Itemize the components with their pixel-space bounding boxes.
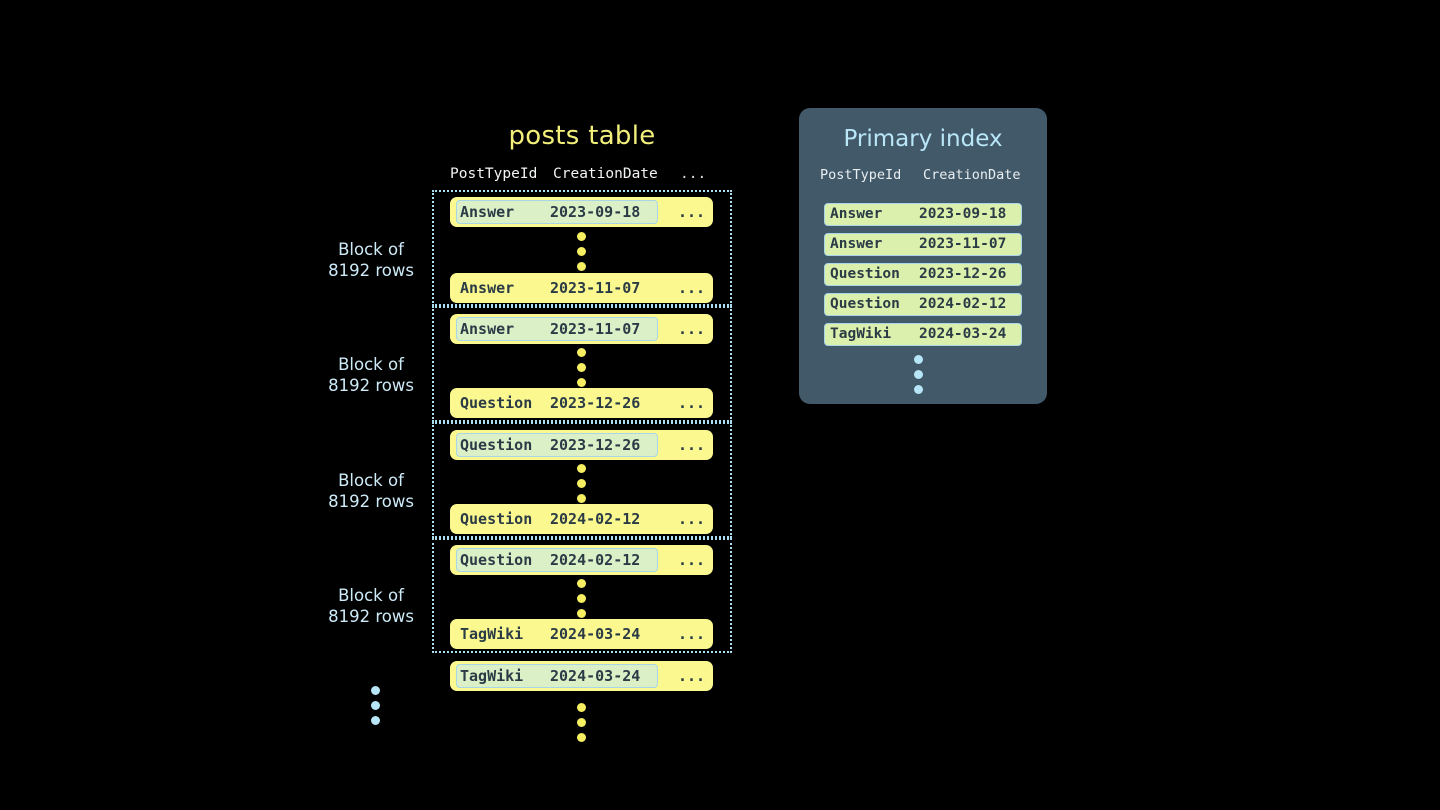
cell-more: ...	[678, 551, 706, 569]
index-cell-creation-date: 2023-12-26	[919, 266, 1007, 282]
block-label-1-line2: 8192 rows	[328, 261, 414, 280]
cell-post-type-id: TagWiki	[460, 625, 524, 643]
cell-creation-date: 2024-02-12	[550, 551, 641, 569]
cell-post-type-id: Answer	[460, 203, 515, 221]
cell-creation-date: 2023-11-07	[550, 320, 641, 338]
primary-index-title: Primary index	[843, 126, 1003, 152]
vertical-ellipsis-icon	[577, 464, 587, 503]
cell-post-type-id: Question	[460, 551, 533, 569]
index-cell-creation-date: 2023-09-18	[919, 206, 1007, 222]
table-block-3	[432, 422, 732, 538]
table-row[interactable]: Question 2024-02-12 ...	[450, 504, 713, 534]
table-row[interactable]: Answer 2023-11-07 ...	[450, 314, 713, 344]
cell-more: ...	[678, 279, 706, 297]
cell-more: ...	[678, 510, 706, 528]
table-block-2	[432, 306, 732, 422]
cell-more: ...	[678, 320, 706, 338]
index-ellipsis-icon	[914, 355, 924, 394]
index-row[interactable]: Question 2024-02-12	[824, 293, 1022, 316]
cell-post-type-id: TagWiki	[460, 667, 524, 685]
index-cell-post-type-id: Question	[830, 266, 900, 282]
table-row-trailing[interactable]: TagWiki 2024-03-24 ...	[450, 661, 713, 691]
index-cell-post-type-id: TagWiki	[830, 326, 892, 342]
index-cell-creation-date: 2023-11-07	[919, 236, 1007, 252]
primary-index-column-headers: PostTypeId CreationDate	[820, 167, 1026, 187]
index-row[interactable]: Answer 2023-11-07	[824, 233, 1022, 256]
index-row[interactable]: Question 2023-12-26	[824, 263, 1022, 286]
block-label-3-line2: 8192 rows	[328, 492, 414, 511]
table-row[interactable]: Question 2023-12-26 ...	[450, 388, 713, 418]
index-cell-post-type-id: Question	[830, 296, 900, 312]
table-block-4	[432, 538, 732, 653]
block-label-3: Block of 8192 rows	[316, 470, 426, 512]
table-row[interactable]: Answer 2023-11-07 ...	[450, 273, 713, 303]
column-header-post-type-id: PostTypeId	[450, 166, 538, 182]
block-label-1-line1: Block of	[338, 240, 404, 259]
block-label-3-line1: Block of	[338, 471, 404, 490]
cell-creation-date: 2023-12-26	[550, 394, 641, 412]
block-label-2: Block of 8192 rows	[316, 354, 426, 396]
row-highlight-box	[456, 548, 658, 572]
cell-more: ...	[678, 203, 706, 221]
cell-creation-date: 2024-03-24	[550, 667, 641, 685]
cell-more: ...	[678, 394, 706, 412]
vertical-ellipsis-icon	[577, 703, 587, 742]
block-label-2-line1: Block of	[338, 355, 404, 374]
cell-creation-date: 2024-02-12	[550, 510, 641, 528]
cell-post-type-id: Answer	[460, 279, 515, 297]
row-highlight-box	[456, 200, 658, 224]
table-row[interactable]: Question 2024-02-12 ...	[450, 545, 713, 575]
table-row[interactable]: TagWiki 2024-03-24 ...	[450, 619, 713, 649]
cell-more: ...	[678, 625, 706, 643]
index-row[interactable]: Answer 2023-09-18	[824, 203, 1022, 226]
row-highlight-box	[456, 664, 658, 688]
index-column-header-creation-date: CreationDate	[923, 167, 1021, 183]
cell-post-type-id: Question	[460, 394, 533, 412]
cell-post-type-id: Answer	[460, 320, 515, 338]
blocks-continue-ellipsis-icon	[371, 686, 381, 725]
primary-index-panel: Primary index PostTypeId CreationDate An…	[799, 108, 1047, 404]
index-row[interactable]: TagWiki 2024-03-24	[824, 323, 1022, 346]
row-highlight-box	[456, 317, 658, 341]
block-label-4-line1: Block of	[338, 586, 404, 605]
index-cell-post-type-id: Answer	[830, 206, 883, 222]
posts-table-column-headers: PostTypeId CreationDate ...	[450, 166, 713, 186]
cell-creation-date: 2023-09-18	[550, 203, 641, 221]
cell-creation-date: 2024-03-24	[550, 625, 641, 643]
block-label-4-line2: 8192 rows	[328, 607, 414, 626]
cell-more: ...	[678, 667, 706, 685]
index-cell-creation-date: 2024-03-24	[919, 326, 1007, 342]
vertical-ellipsis-icon	[577, 579, 587, 618]
column-header-creation-date: CreationDate	[553, 166, 658, 182]
cell-creation-date: 2023-12-26	[550, 436, 641, 454]
block-label-1: Block of 8192 rows	[316, 239, 426, 281]
table-block-1	[432, 190, 732, 306]
cell-post-type-id: Question	[460, 436, 533, 454]
block-label-2-line2: 8192 rows	[328, 376, 414, 395]
vertical-ellipsis-icon	[577, 348, 587, 387]
table-row[interactable]: Question 2023-12-26 ...	[450, 430, 713, 460]
index-cell-creation-date: 2024-02-12	[919, 296, 1007, 312]
cell-more: ...	[678, 436, 706, 454]
index-cell-post-type-id: Answer	[830, 236, 883, 252]
table-row[interactable]: Answer 2023-09-18 ...	[450, 197, 713, 227]
column-header-more: ...	[680, 166, 707, 182]
posts-table-title: posts table	[508, 121, 656, 151]
block-label-4: Block of 8192 rows	[316, 585, 426, 627]
cell-post-type-id: Question	[460, 510, 533, 528]
index-column-header-post-type-id: PostTypeId	[820, 167, 902, 183]
cell-creation-date: 2023-11-07	[550, 279, 641, 297]
vertical-ellipsis-icon	[577, 232, 587, 271]
row-highlight-box	[456, 433, 658, 457]
